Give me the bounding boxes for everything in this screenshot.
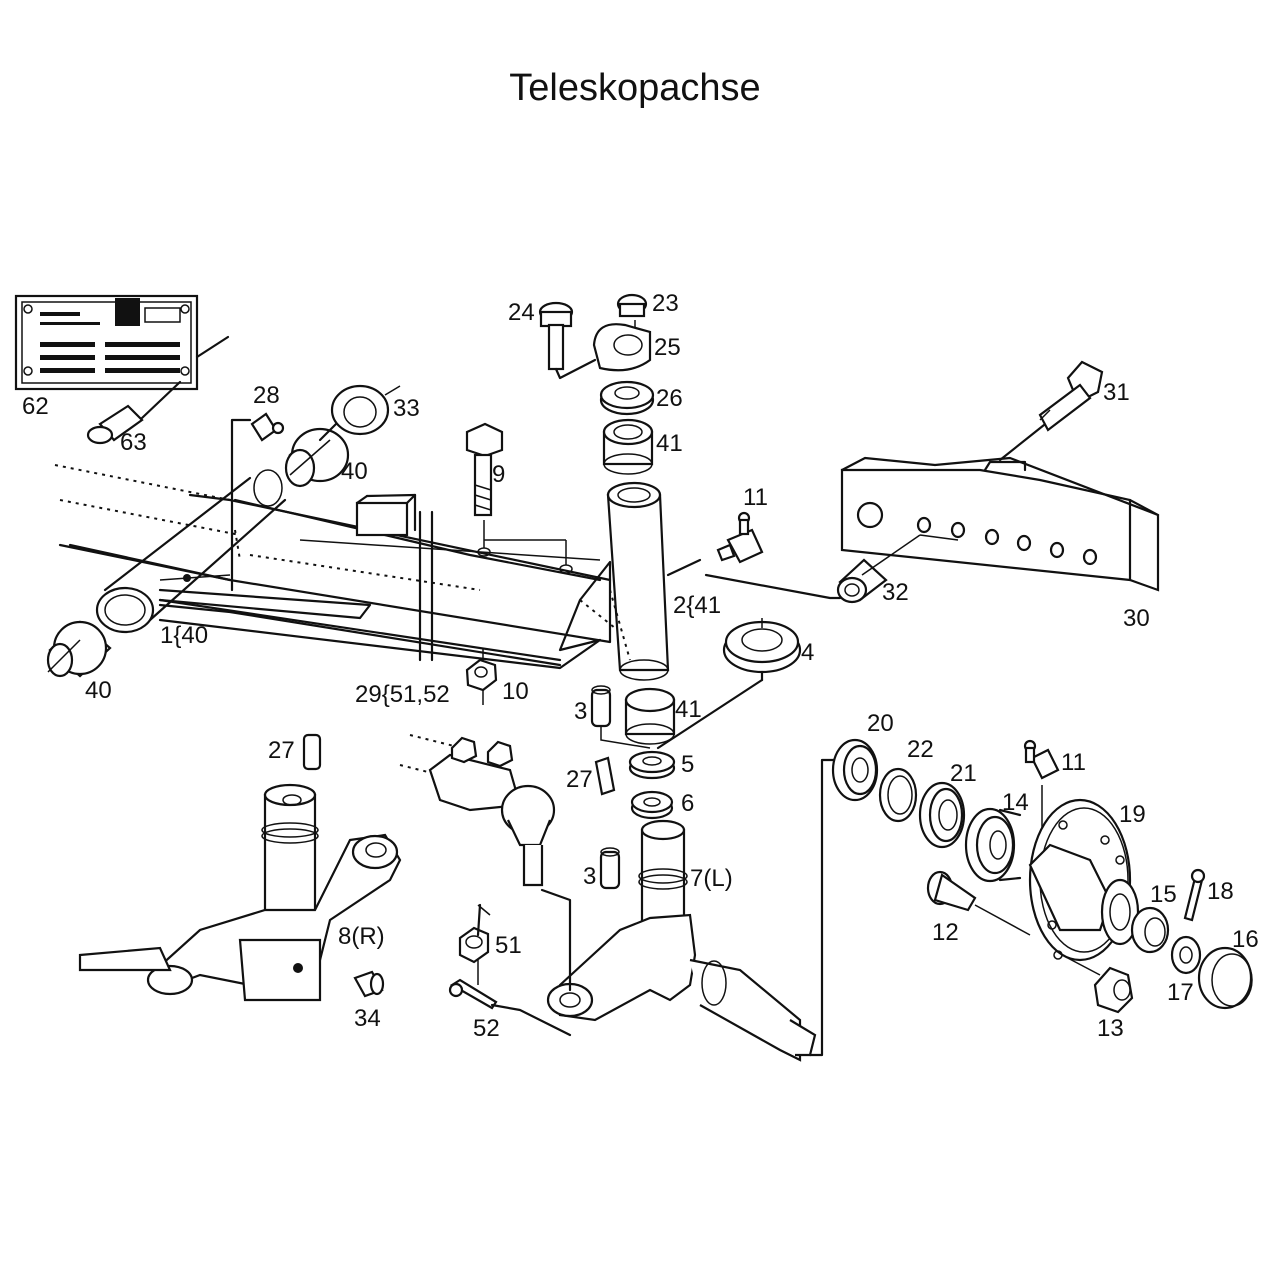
bush-40-lower (46, 620, 112, 678)
label-17: 17 (1167, 979, 1194, 1006)
leader-hub-line (808, 758, 842, 1057)
label-40-upper: 40 (341, 458, 368, 485)
label-9: 9 (492, 461, 505, 488)
label-27-middle: 27 (566, 766, 593, 793)
pin-27-left (302, 733, 322, 771)
castle-nut-17 (1170, 935, 1202, 975)
tie-rod (399, 734, 572, 992)
label-28: 28 (253, 382, 280, 409)
nut-13 (1061, 954, 1134, 1014)
cap-23 (616, 293, 648, 345)
label-4: 4 (801, 639, 814, 666)
label-27-left: 27 (268, 737, 295, 764)
bolt-24 (538, 301, 597, 380)
label-40-lower: 40 (85, 677, 112, 704)
label-62: 62 (22, 393, 49, 420)
bush-40-upper (284, 403, 357, 488)
label-6: 6 (681, 790, 694, 817)
washer-6 (630, 790, 674, 820)
label-3-lower: 3 (583, 863, 596, 890)
label-11-upper: 11 (743, 484, 768, 511)
stub-axle-7 (546, 819, 817, 1062)
label-10: 10 (502, 678, 529, 705)
label-41-upper: 41 (656, 430, 683, 457)
ring-22 (878, 767, 918, 823)
grease-nipple-11-upper (716, 511, 764, 564)
label-15: 15 (1150, 881, 1177, 908)
pin-3-upper (590, 685, 651, 749)
split-pin-52 (448, 978, 498, 1010)
label-18: 18 (1207, 878, 1234, 905)
label-5: 5 (681, 751, 694, 778)
king-pin-tube-2 (606, 481, 702, 681)
pin-3-lower (599, 847, 621, 890)
bearing-15 (1130, 906, 1170, 954)
washer-26 (599, 380, 655, 416)
label-22: 22 (907, 736, 934, 763)
bush-41-lower (624, 687, 676, 745)
label-29: 29{51,52 (355, 681, 450, 708)
washer-5 (628, 750, 676, 780)
dust-cap-16 (1197, 946, 1253, 1010)
label-2: 2{41 (673, 592, 721, 619)
washer-33 (330, 384, 401, 436)
bolt-31 (998, 360, 1104, 462)
bearing-21 (918, 781, 966, 849)
label-19: 19 (1119, 801, 1146, 828)
bush-41-upper (602, 418, 654, 475)
label-41-lower: 41 (675, 696, 702, 723)
label-51: 51 (495, 932, 522, 959)
grease-nipple-28 (250, 412, 285, 442)
label-21: 21 (950, 760, 977, 787)
label-34: 34 (354, 1005, 381, 1032)
label-26: 26 (656, 385, 683, 412)
label-16: 16 (1232, 926, 1259, 953)
bolt-9 (465, 422, 504, 517)
nut-10 (465, 648, 498, 705)
label-8: 8(R) (338, 923, 385, 950)
label-3-upper: 3 (574, 698, 587, 725)
label-52: 52 (473, 1015, 500, 1042)
label-33: 33 (393, 395, 420, 422)
rivet-63 (86, 380, 182, 445)
pin-27-middle (594, 756, 616, 796)
label-32: 32 (882, 579, 909, 606)
leader-62 (195, 335, 230, 359)
type-plate (14, 294, 199, 391)
screw-34 (353, 970, 385, 998)
seal-4 (656, 618, 802, 750)
label-1: 1{40 (160, 622, 208, 649)
diagram-title: Teleskopachse (509, 67, 760, 109)
nut-51 (458, 904, 491, 985)
stud-12 (926, 870, 1031, 936)
label-23: 23 (652, 290, 679, 317)
label-13: 13 (1097, 1015, 1124, 1042)
label-24: 24 (508, 299, 535, 326)
telescopic-bar-30 (840, 456, 1160, 592)
label-20: 20 (867, 710, 894, 737)
seal-20 (831, 738, 879, 802)
label-30: 30 (1123, 605, 1150, 632)
split-pin-18 (1183, 868, 1206, 922)
label-12: 12 (932, 919, 959, 946)
label-63: 63 (120, 429, 147, 456)
label-11-lower: 11 (1061, 749, 1086, 776)
label-31: 31 (1103, 379, 1130, 406)
axle-beam (54, 464, 631, 670)
disc-25 (592, 323, 652, 372)
sleeve-32 (704, 534, 959, 604)
leader-28 (230, 418, 252, 592)
label-25: 25 (654, 334, 681, 361)
hub-19 (1028, 798, 1140, 962)
label-14: 14 (1002, 789, 1029, 816)
label-7: 7(L) (690, 865, 733, 892)
bearing-14 (964, 807, 1022, 883)
leader-51-52 (476, 903, 572, 1037)
stub-axle-8 (78, 783, 402, 1002)
